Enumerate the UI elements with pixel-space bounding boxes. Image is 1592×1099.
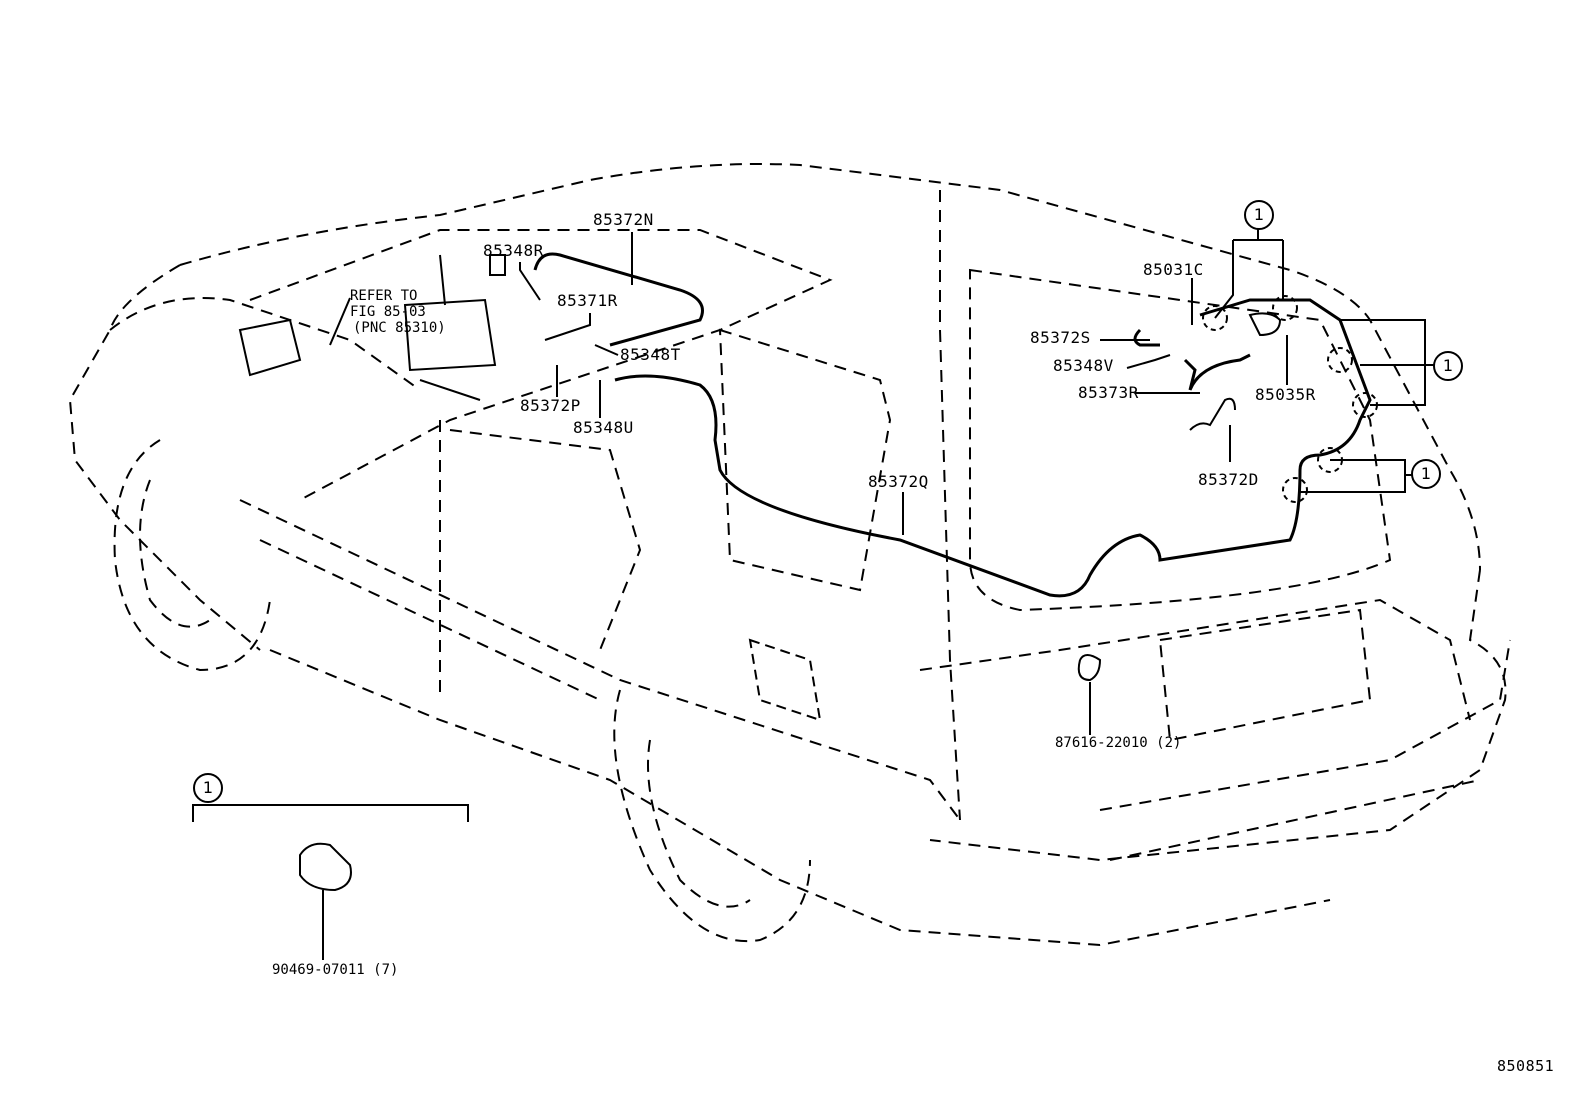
callout-circle-right-lower: 1 [1411, 459, 1441, 489]
part-label-90469-07011[interactable]: 90469-07011 (7) [272, 962, 399, 978]
clamp-location-1 [1202, 305, 1228, 331]
part-label-85371R[interactable]: 85371R [557, 291, 618, 310]
leader-85348V [1126, 354, 1171, 369]
reference-note-line-3: (PNC 85310) [353, 320, 446, 336]
rear-wheel-inner [647, 739, 751, 908]
part-label-85372P[interactable]: 85372P [520, 396, 581, 415]
washer-tank [403, 298, 497, 372]
part-label-85348U[interactable]: 85348U [573, 418, 634, 437]
clamp-location-3 [1327, 347, 1353, 373]
clip-87616 [1077, 654, 1102, 682]
front-body [68, 264, 261, 651]
callout-circle-right-upper: 1 [1433, 351, 1463, 381]
part-label-85372S[interactable]: 85372S [1030, 328, 1091, 347]
callout-bracket-top [1214, 228, 1284, 319]
bottom-line [269, 649, 1331, 947]
part-label-85348T[interactable]: 85348T [620, 345, 681, 364]
rear-door-window [718, 328, 892, 592]
hose-clamp-85372D [1189, 397, 1236, 431]
figure-number: 850851 [1497, 1057, 1555, 1075]
windshield [249, 229, 833, 501]
front-door-window [449, 429, 642, 651]
part-label-85372D[interactable]: 85372D [1198, 470, 1259, 489]
leader-85371R [544, 313, 591, 341]
detail-bracket [192, 804, 469, 822]
washer-hose-85372Q [614, 298, 1372, 598]
front-wheel-inner [139, 479, 211, 628]
washer-pump [489, 254, 506, 276]
reference-note-line-1: REFER TO [350, 288, 418, 304]
washer-hose-85373R [1183, 353, 1251, 391]
reference-note-line-2: FIG 85-03 [350, 304, 426, 320]
bumper-lower [1109, 779, 1481, 861]
washer-tank-filler [439, 254, 446, 306]
leader-85348R [519, 262, 541, 301]
part-label-85031C[interactable]: 85031C [1143, 260, 1204, 279]
side-sill [259, 539, 601, 701]
callout-bracket-right-upper [1340, 319, 1440, 406]
part-label-85035R[interactable]: 85035R [1255, 385, 1316, 404]
callout-circle-top: 1 [1244, 200, 1274, 230]
part-label-85372N[interactable]: 85372N [593, 210, 654, 229]
bumper [1099, 639, 1511, 811]
clamp-location-6 [1282, 477, 1308, 503]
part-label-85348R[interactable]: 85348R [483, 241, 544, 260]
callout-bracket-right-lower [1300, 459, 1415, 493]
tailgate-outline [919, 598, 1471, 721]
leader-85348T [594, 344, 619, 356]
c-pillar [939, 190, 961, 821]
roof-outline [179, 163, 1481, 571]
part-label-87616-22010[interactable]: 87616-22010 (2) [1055, 735, 1182, 751]
rear-glass [969, 268, 1392, 612]
front-wheel [113, 439, 271, 672]
washer-hose-85372S [1133, 328, 1160, 347]
part-label-85348V[interactable]: 85348V [1053, 356, 1114, 375]
leader-refer [329, 297, 481, 401]
rear-wheel [613, 689, 811, 943]
license-plate [1158, 608, 1372, 742]
washer-hose-85372N [533, 252, 704, 347]
front-hood [109, 297, 421, 391]
clamp-90469 [299, 842, 352, 892]
clamp-location-2 [1272, 295, 1298, 321]
lower-sill [239, 499, 961, 821]
callout-circle-detail: 1 [193, 773, 223, 803]
rear-body [929, 569, 1507, 862]
part-label-85373R[interactable]: 85373R [1078, 383, 1139, 402]
mirror [238, 318, 302, 377]
fuel-door [748, 638, 822, 722]
part-label-85372Q[interactable]: 85372Q [868, 472, 929, 491]
rear-washer-nozzle [1248, 312, 1282, 337]
